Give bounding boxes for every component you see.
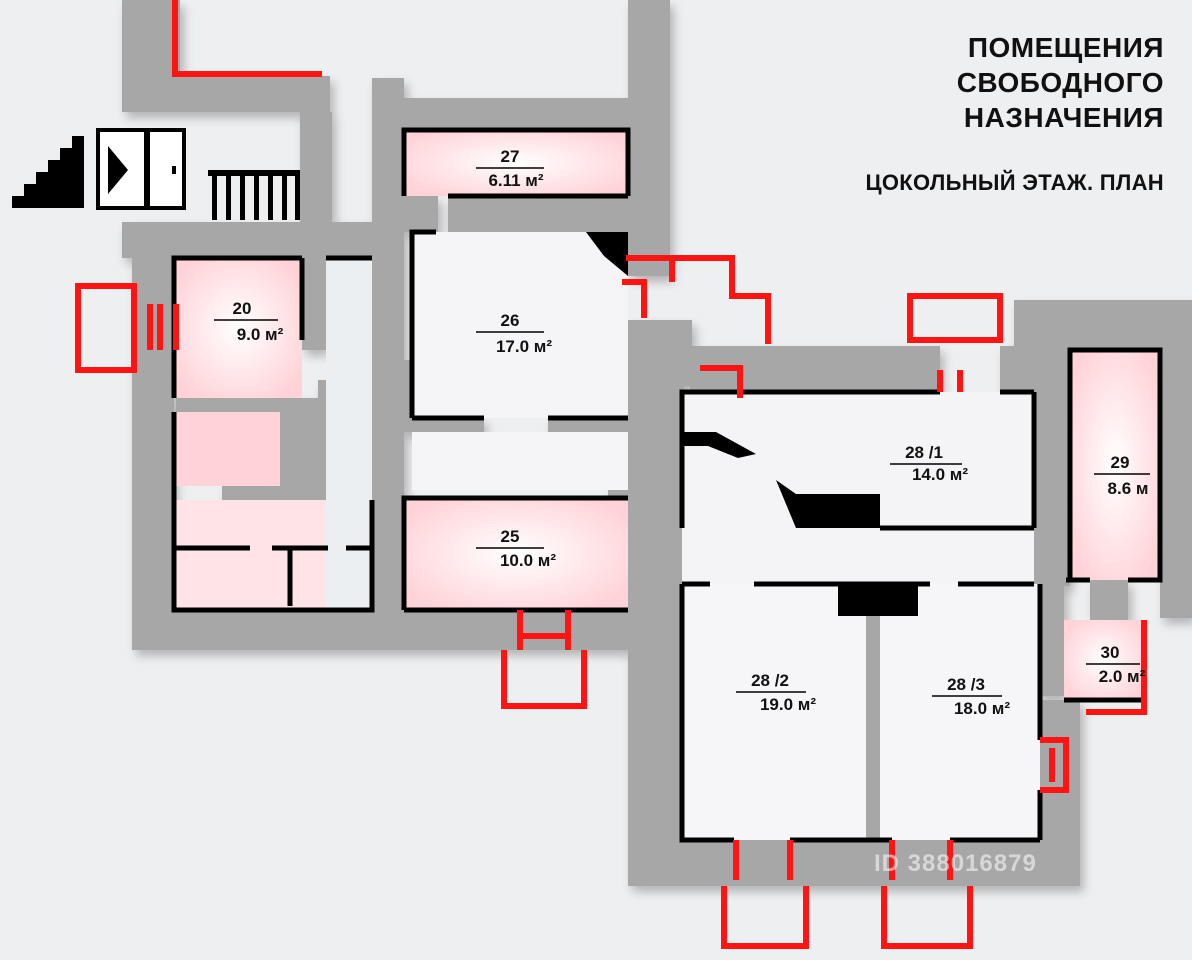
plan-subtitle: ЦОКОЛЬНЫЙ ЭТАЖ. ПЛАН	[865, 170, 1164, 195]
svg-text:26: 26	[501, 311, 520, 330]
svg-text:18.0 м²: 18.0 м²	[954, 699, 1010, 718]
floor-28-3	[880, 584, 1040, 840]
svg-text:2.0 м²: 2.0 м²	[1099, 667, 1146, 686]
svg-text:19.0 м²: 19.0 м²	[760, 695, 816, 714]
svg-text:29: 29	[1111, 453, 1130, 472]
floor-hall	[682, 528, 1034, 584]
floor-20-lower	[174, 412, 280, 486]
room-label-28-3: 28 /3 18.0 м²	[932, 675, 1010, 718]
room-label-26: 26 17.0 м²	[476, 311, 552, 356]
room-label-25: 25 10.0 м²	[476, 527, 556, 570]
room-label-20: 20 9.0 м²	[214, 299, 284, 344]
room-label-29: 29 8.6 м	[1094, 453, 1150, 498]
svg-text:10.0 м²: 10.0 м²	[500, 551, 556, 570]
svg-text:25: 25	[501, 527, 520, 546]
svg-text:28 /3: 28 /3	[947, 675, 985, 694]
floor-29	[1070, 350, 1160, 580]
stair-treads	[208, 170, 300, 220]
red-accents	[75, 0, 1147, 949]
svg-text:30: 30	[1101, 643, 1120, 662]
floor-corridor-mid	[412, 432, 628, 490]
floor-27	[404, 130, 628, 196]
svg-text:14.0 м²: 14.0 м²	[912, 465, 968, 484]
floor-20	[174, 258, 302, 398]
floor-corridor-left	[326, 258, 372, 610]
svg-text:8.6 м: 8.6 м	[1108, 479, 1149, 498]
door-icon	[96, 128, 186, 210]
title-line-1: ПОМЕЩЕНИЯ	[967, 32, 1164, 63]
title-line-3: НАЗНАЧЕНИЯ	[963, 102, 1164, 133]
plan-title: ПОМЕЩЕНИЯ СВОБОДНОГО НАЗНАЧЕНИЯ	[957, 30, 1164, 135]
svg-text:6.11 м²: 6.11 м²	[488, 171, 543, 190]
title-line-2: СВОБОДНОГО	[956, 67, 1164, 98]
svg-text:9.0 м²: 9.0 м²	[237, 325, 284, 344]
svg-text:20: 20	[233, 299, 252, 318]
room-floors	[174, 130, 1160, 840]
floor-30	[1064, 620, 1144, 700]
room-label-27: 27 6.11 м²	[476, 147, 544, 190]
floor-28-2	[682, 584, 866, 840]
svg-text:17.0 м²: 17.0 м²	[496, 337, 552, 356]
black-blocks	[586, 232, 918, 616]
room-label-28-1: 28 /1 14.0 м²	[890, 443, 968, 484]
stairs-icon	[12, 136, 84, 208]
floor-26	[412, 232, 628, 418]
watermark: ID 388016879	[874, 850, 1037, 877]
svg-text:28 /2: 28 /2	[751, 671, 789, 690]
svg-text:27: 27	[501, 147, 520, 166]
room-label-30: 30 2.0 м²	[1086, 643, 1146, 686]
svg-text:28 /1: 28 /1	[905, 443, 943, 462]
floor-25	[404, 498, 628, 610]
room-label-28-2: 28 /2 19.0 м²	[736, 671, 816, 714]
walls	[122, 0, 1192, 886]
